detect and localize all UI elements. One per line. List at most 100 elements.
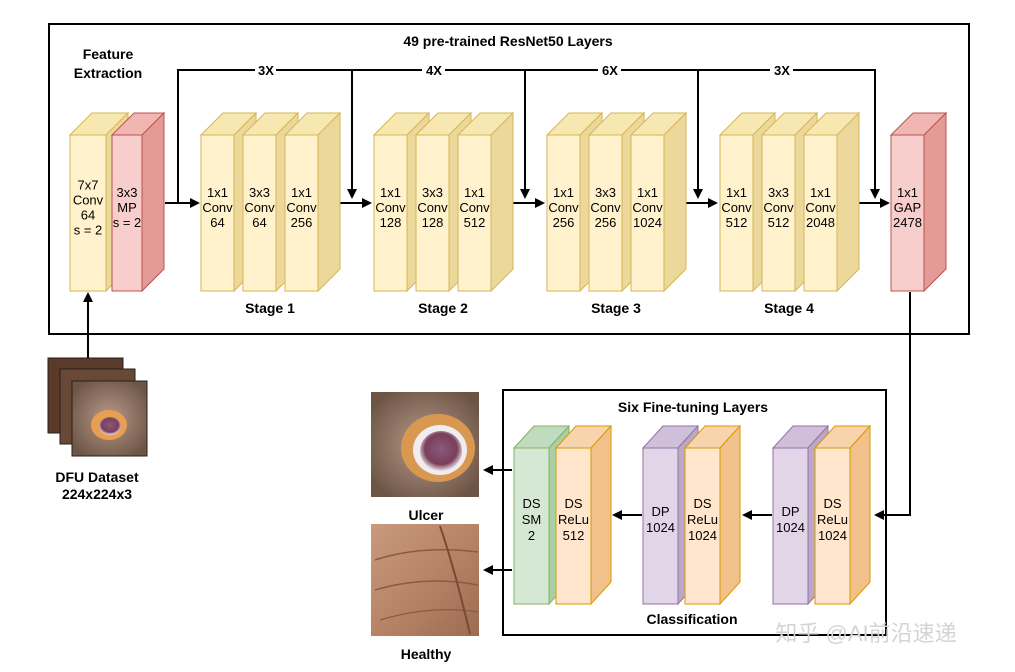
healthy-image <box>371 524 479 636</box>
repeat-label-4: 3X <box>774 63 790 78</box>
stage-4-block-2-front <box>761 134 796 292</box>
stage-1-block-3-side <box>317 111 341 293</box>
finetune-block-6-side <box>849 424 871 606</box>
stage-3-block-2-text-1: 3x3 <box>595 185 616 200</box>
stem-maxpool-block-side <box>141 111 165 293</box>
finetune-block-3-text-1: DP <box>651 504 669 519</box>
stage-2-block-1-text-2: Conv <box>375 200 406 215</box>
stage-4-block-3-text-3: 2048 <box>806 215 835 230</box>
ulcer-label: Ulcer <box>408 507 444 523</box>
stage-3-block-2-front <box>588 134 623 292</box>
repeat-connections <box>177 69 880 203</box>
stage-2-block-3-front <box>457 134 492 292</box>
finetune-block-5-text-2: 1024 <box>776 520 805 535</box>
stage-label-4: Stage 4 <box>764 300 814 316</box>
finetune-block-4-side <box>719 424 741 606</box>
stage-3-block-3-side <box>663 111 687 293</box>
gap-layer-block-text-3: 2478 <box>893 215 922 230</box>
finetune-block-1-front <box>513 447 550 605</box>
flow-arrows <box>83 198 911 575</box>
stem-conv-block-text-1: 7x7 <box>78 178 99 193</box>
top-title: 49 pre-trained ResNet50 Layers <box>403 33 613 49</box>
finetune-block-2-front <box>555 447 592 605</box>
stage-4-block-2-text-1: 3x3 <box>768 185 789 200</box>
stem-conv-block-text-2: Conv <box>73 193 104 208</box>
stage-3-block-3-text-2: Conv <box>632 200 663 215</box>
stage-2-block-2-text-2: Conv <box>417 200 448 215</box>
gap-layer-block-text-1: 1x1 <box>897 185 918 200</box>
finetune-block-2-side <box>590 424 612 606</box>
stage-3-block-1-text-2: Conv <box>548 200 579 215</box>
stage-2-block-3-text-3: 512 <box>464 215 486 230</box>
stage-3-block-1-text-1: 1x1 <box>553 185 574 200</box>
stage-2-block-1-text-1: 1x1 <box>380 185 401 200</box>
stage-2-block-2-text-1: 3x3 <box>422 185 443 200</box>
stage-1-block-2-text-3: 64 <box>252 215 266 230</box>
stage-3-block-2-text-2: Conv <box>590 200 621 215</box>
stem-conv-block-text-3: 64 <box>81 208 95 223</box>
stage-4-block-1-text-2: Conv <box>721 200 752 215</box>
stage-1-block-3-text-3: 256 <box>291 215 313 230</box>
finetune-blocks: DSSM2DSReLu512DP1024DSReLu1024DP1024DSRe… <box>512 424 872 606</box>
stage-4-block-3-side <box>836 111 860 293</box>
stage-4-block-2-text-3: 512 <box>768 215 790 230</box>
finetune-block-4-text-3: 1024 <box>688 528 717 543</box>
finetune-block-6-text-1: DS <box>823 496 841 511</box>
stage-1-block-2-front <box>242 134 277 292</box>
stage-label-1: Stage 1 <box>245 300 295 316</box>
stage-2-block-1-text-3: 128 <box>380 215 402 230</box>
stage-1-block-1-front <box>200 134 235 292</box>
stage-1-block-2-text-1: 3x3 <box>249 185 270 200</box>
stem-conv-block-front <box>69 134 107 292</box>
finetune-block-3-front <box>642 447 679 605</box>
finetune-block-3-text-2: 1024 <box>646 520 675 535</box>
ulcer-image <box>371 392 479 497</box>
stage-1-block-2-text-2: Conv <box>244 200 275 215</box>
stage-2-block-2-front <box>415 134 450 292</box>
repeat-label-2: 4X <box>426 63 442 78</box>
stage-4-block-3-text-1: 1x1 <box>810 185 831 200</box>
finetune-block-4-text-2: ReLu <box>687 512 718 527</box>
stage-1-block-1-text-3: 64 <box>210 215 224 230</box>
finetune-block-5-front <box>772 447 809 605</box>
stage-3-block-3-front <box>630 134 665 292</box>
finetune-block-4-text-1: DS <box>693 496 711 511</box>
stem-maxpool-block-text-2: MP <box>117 200 137 215</box>
stage-2-block-2-text-3: 128 <box>422 215 444 230</box>
stage-1-block-1-text-2: Conv <box>202 200 233 215</box>
finetune-block-5-text-1: DP <box>781 504 799 519</box>
stem-maxpool-block-text-1: 3x3 <box>117 185 138 200</box>
stage-1-block-3-front <box>284 134 319 292</box>
stem-maxpool-block-text-3: s = 2 <box>113 215 142 230</box>
stage-3-block-1-text-3: 256 <box>553 215 575 230</box>
dataset-images <box>47 357 148 457</box>
feature-extraction-panel <box>48 23 970 335</box>
stage-4-block-3-text-2: Conv <box>805 200 836 215</box>
finetune-block-6-text-2: ReLu <box>817 512 848 527</box>
stage-blocks: 1x1Conv643x3Conv641x1Conv2561x1Conv1283x… <box>199 111 861 293</box>
fine-tuning-panel <box>502 389 887 636</box>
stage-2-block-3-side <box>490 111 514 293</box>
feature-extraction-label-2: Extraction <box>74 65 142 81</box>
dataset-label-1: DFU Dataset <box>55 469 139 485</box>
stem-conv-block-text-4: s = 2 <box>74 223 103 238</box>
dataset-label-2: 224x224x3 <box>62 486 132 502</box>
stage-2-block-3-text-1: 1x1 <box>464 185 485 200</box>
finetune-title: Six Fine-tuning Layers <box>618 399 768 415</box>
stage-3-block-1-front <box>546 134 581 292</box>
stage-3-block-3-text-3: 1024 <box>633 215 662 230</box>
stage-label-3: Stage 3 <box>591 300 641 316</box>
gap-layer-block-text-2: GAP <box>894 200 921 215</box>
gap-layer-block-side <box>923 111 947 293</box>
stage-2-block-1-front <box>373 134 408 292</box>
repeat-label-3: 6X <box>602 63 618 78</box>
